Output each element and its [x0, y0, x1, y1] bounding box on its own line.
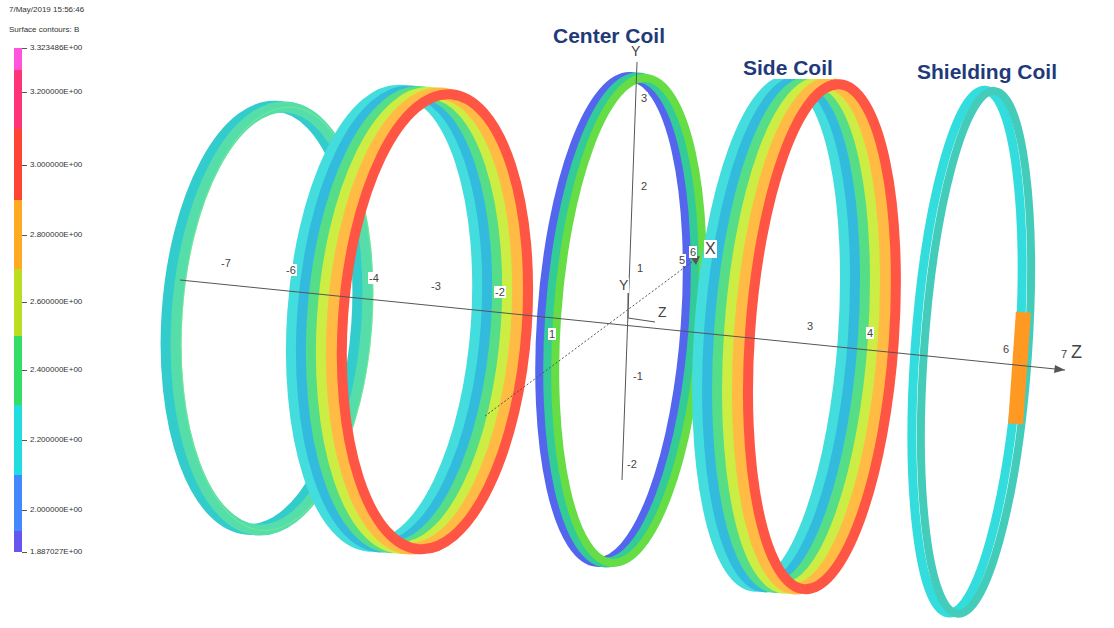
tick-mark	[22, 510, 27, 511]
color-swatch	[14, 475, 22, 531]
tick-mark	[22, 370, 27, 371]
tick-mark	[22, 552, 27, 553]
legend-value: 3.000000E+00	[30, 161, 82, 169]
coil-label: Shielding Coil	[916, 60, 1058, 83]
legend-value: 2.400000E+00	[30, 366, 82, 374]
legend-value: 3.323486E+00	[30, 44, 82, 52]
axis-tick: 7	[1060, 348, 1068, 360]
tick-mark	[22, 165, 27, 166]
legend-value: 1.887027E+00	[30, 548, 82, 556]
legend-value: 2.800000E+00	[30, 231, 82, 239]
legend-value: 2.200000E+00	[30, 436, 82, 444]
y-axis	[628, 290, 629, 318]
tick-mark	[22, 48, 27, 49]
coil-label: Center Coil	[552, 24, 666, 47]
plot-header: Surface contours: B	[8, 26, 80, 35]
axis-tick: Z	[657, 305, 668, 320]
axis-tick: -1	[632, 370, 644, 382]
axis-tick: -4	[368, 272, 380, 284]
legend-value: 3.200000E+00	[30, 88, 82, 96]
tick-mark	[22, 302, 27, 303]
color-swatch	[14, 129, 22, 201]
axis-tick: -6	[285, 264, 297, 276]
x-axis	[485, 256, 700, 416]
coil-ring	[277, 84, 542, 555]
coil-ring	[525, 72, 718, 568]
coil-ring	[897, 87, 1046, 618]
y-axis	[622, 62, 637, 480]
axis-tick: 2	[640, 180, 648, 192]
axis-tick: X	[704, 240, 717, 258]
legend-value: 2.000000E+00	[30, 506, 82, 514]
z-axis	[180, 280, 1065, 370]
axis-tick: -7	[220, 257, 232, 269]
arrow-head	[1054, 365, 1065, 373]
tick-mark	[22, 92, 27, 93]
color-swatch	[14, 269, 22, 337]
plot-header: 7/May/2019 15:56:46	[8, 6, 85, 15]
axis-tick: Z	[1070, 343, 1083, 363]
axis-tick: 5	[678, 254, 686, 266]
color-swatch	[14, 336, 22, 405]
axis-tick: 4	[866, 327, 874, 339]
z-axis	[628, 318, 655, 322]
coil-label: Side Coil	[742, 56, 834, 79]
color-swatch	[14, 48, 22, 70]
color-swatch	[14, 531, 22, 552]
color-swatch	[14, 405, 22, 475]
color-swatch	[14, 70, 22, 129]
axis-tick: -2	[626, 458, 638, 470]
axis-tick: 3	[806, 320, 814, 332]
axis-tick: 3	[640, 92, 648, 104]
legend-value: 2.600000E+00	[30, 298, 82, 306]
tick-mark	[22, 235, 27, 236]
color-swatch	[14, 200, 22, 269]
tick-mark	[22, 440, 27, 441]
axis-tick: 6	[1002, 343, 1010, 355]
axis-tick: 1	[636, 262, 644, 274]
axis-tick: Y	[630, 44, 641, 59]
axis-tick: 1	[548, 328, 556, 340]
axis-tick: -2	[494, 286, 506, 298]
axis-tick: -3	[430, 280, 442, 292]
axis-tick: 6	[689, 246, 697, 258]
axis-tick: Y	[618, 278, 629, 293]
highlight-patch	[1008, 312, 1031, 425]
